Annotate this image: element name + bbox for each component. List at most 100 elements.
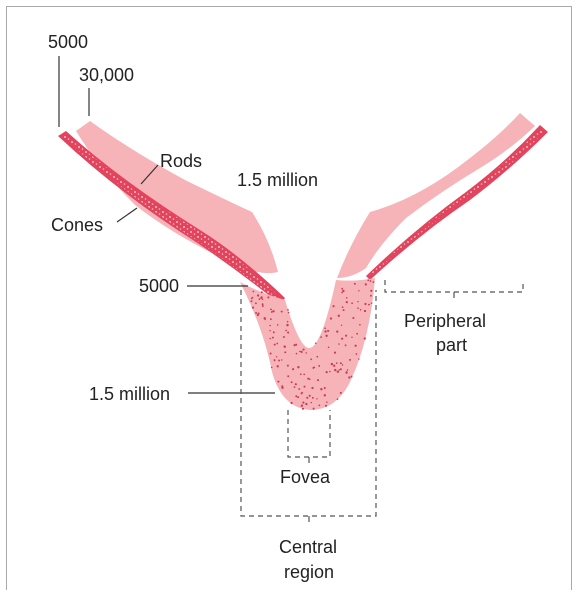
fovea-dot	[262, 299, 264, 301]
fovea-dot	[357, 301, 358, 302]
rod-layer-left	[76, 121, 278, 273]
fovea-dot	[352, 317, 354, 319]
fovea-dot	[281, 387, 283, 389]
fovea-dot	[341, 338, 343, 340]
fovea-dot	[258, 313, 260, 315]
fovea-dot	[255, 312, 257, 314]
fovea-dot	[251, 300, 253, 302]
fovea-dot	[306, 397, 308, 399]
fovea-dot	[303, 349, 305, 351]
fovea-dot	[315, 343, 317, 345]
fovea-dot	[357, 307, 359, 309]
fovea-dot	[287, 365, 289, 367]
fovea-dot	[269, 338, 271, 340]
fovea-dot	[269, 330, 270, 331]
fovea-dot	[334, 351, 336, 353]
fovea-dot	[301, 392, 303, 394]
fovea-dot	[324, 327, 326, 329]
fovea-dot	[276, 356, 277, 357]
fovea-dot	[345, 335, 347, 337]
fovea-dot	[270, 352, 272, 354]
fovea-dot	[364, 303, 366, 305]
fovea-dot	[255, 302, 257, 304]
fovea-dot	[339, 369, 341, 371]
fovea-dot	[319, 405, 321, 407]
fovea-dot	[264, 317, 266, 319]
fovea-dot	[320, 388, 322, 390]
fovea-dot	[356, 353, 358, 355]
fovea-dot	[287, 331, 289, 333]
fovea-dot	[341, 288, 343, 290]
fovea-dot	[302, 402, 304, 404]
fovea-dot	[340, 392, 342, 394]
fovea-dot	[325, 335, 327, 337]
fovea-dot	[302, 408, 304, 410]
fovea-dot	[338, 343, 340, 345]
fovea-dot	[325, 405, 327, 407]
fovea-dot	[260, 297, 262, 299]
fovea-dot	[277, 365, 279, 367]
fovea-dot	[287, 375, 289, 377]
fovea-dot	[310, 358, 312, 360]
fovea-dot	[358, 358, 360, 360]
fovea-dot	[337, 398, 339, 400]
fovea-dot	[278, 360, 280, 362]
fovea-dot	[369, 280, 371, 282]
fovea-dot	[305, 403, 307, 405]
fovea-dot	[291, 381, 293, 383]
fovea-dot	[351, 376, 353, 378]
fovea-dot	[364, 337, 366, 339]
fovea-dot	[313, 408, 315, 410]
rod-layer-right	[337, 113, 535, 278]
fovea-dot	[257, 294, 259, 296]
label-central-line1: Central	[279, 537, 337, 557]
fovea-dot	[336, 330, 338, 332]
fovea-dot	[277, 324, 279, 326]
fovea-dot	[286, 324, 288, 326]
fovea-dot	[272, 310, 274, 312]
fovea-dot	[342, 364, 344, 366]
fovea-dot	[340, 362, 342, 364]
fovea-dot	[340, 368, 342, 370]
fovea-dot	[318, 365, 320, 367]
fovea-dot	[297, 396, 299, 398]
fovea-dot	[316, 398, 317, 399]
fovea-dot	[348, 376, 350, 378]
fovea-dot	[351, 302, 353, 304]
fovea-dot	[281, 359, 282, 360]
label-central-line2: region	[284, 562, 334, 582]
fovea-dot	[283, 336, 285, 338]
fovea-dot	[274, 360, 276, 362]
fovea-dot	[354, 283, 356, 285]
fovea-dot	[368, 304, 370, 306]
label-cones: Cones	[51, 215, 103, 235]
fovea-dot	[342, 306, 344, 308]
fovea-dot	[358, 290, 359, 291]
fovea-dot	[267, 296, 269, 298]
fovea-dot	[285, 330, 287, 332]
fovea-dot	[355, 345, 357, 347]
label-cone-count-edge: 30,000	[79, 65, 134, 85]
fovea-dot	[273, 331, 275, 333]
fovea-dot	[338, 315, 340, 317]
fovea-dot	[324, 330, 326, 332]
fovea-dot	[345, 372, 347, 374]
fovea-dot	[341, 325, 342, 326]
fovea-dot	[351, 336, 352, 337]
fovea-dot	[345, 344, 347, 346]
fovea-dot	[284, 346, 286, 348]
fovea-dot	[272, 337, 274, 339]
fovea-dot	[329, 371, 330, 372]
leader-cones	[117, 208, 137, 222]
fovea-dot	[337, 371, 339, 373]
fovea-dot	[364, 310, 366, 312]
fovea-dot	[304, 386, 306, 388]
fovea-dot	[262, 303, 264, 305]
fovea-dot	[330, 317, 332, 319]
fovea-dot	[333, 305, 335, 307]
fovea-dot	[293, 344, 295, 346]
fovea-dot	[291, 402, 293, 404]
fovea-dot	[346, 301, 348, 303]
fovea-dot	[269, 325, 271, 327]
fovea-dot	[301, 405, 303, 407]
